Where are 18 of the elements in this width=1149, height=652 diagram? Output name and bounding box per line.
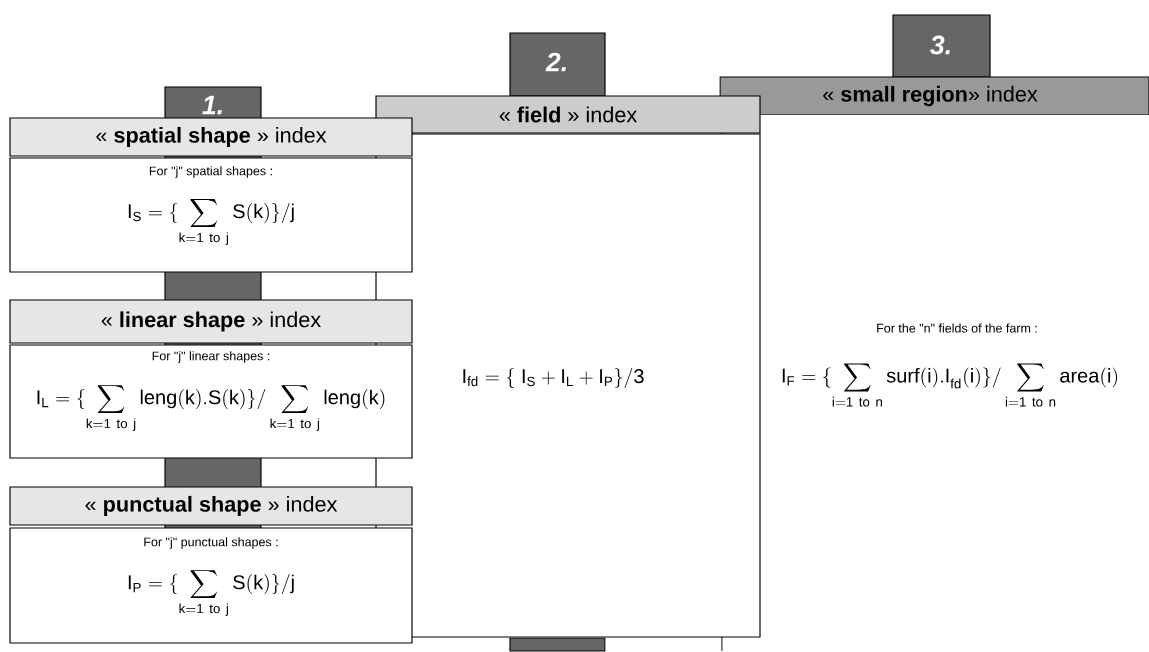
formula: $\mathsf{I}_{\mathsf{F}} = \{ \sum_{\mathsf{i = 1\ to\ n}} \mathsf{surf(i).I}_{\mathsf{fd}}\mathsf{(i)}\} / \sum_{\mathsf{i = 1\ to\ n}} \mathsf{area(i)}$ xyxy=(782,363,1118,407)
header-band: « spatial shape » index xyxy=(9,117,413,157)
formula: $\mathsf{I}_{\mathsf{fd}} = \{ \ \mathsf{I}_{\mathsf{S}} + \mathsf{I}_{\mathsf{L}} + \mathsf{I}_{\mathsf{P}} \} / \mathsf{3}$ xyxy=(463,368,644,388)
caption-text: For "j" spatial shapes : xyxy=(149,166,272,178)
caption-text: For the "n" fields of the farm : xyxy=(877,323,1037,333)
header-band: « field » index xyxy=(375,95,761,134)
step-number: 1. xyxy=(202,95,222,115)
step-number: 3. xyxy=(930,35,950,55)
header-band: « punctual shape » index xyxy=(9,486,413,526)
formula: $\mathsf{I}_{\mathsf{P}} = \{ \sum_{\mathsf{k = 1\ to\ j}} \mathsf{S(k)}\} / \mathsf{j}$ xyxy=(128,570,294,616)
formula: $\mathsf{I}_{\mathsf{L}} = \{ \sum_{\mathsf{k = 1\ to\ j}} \mathsf{leng(k).S(k)}\} / \sum_{\mathsf{k = 1\ to\ j}} \mathsf{leng(k)}$ xyxy=(37,385,385,431)
caption-text: For "j" linear shapes : xyxy=(152,351,270,363)
formula: $\mathsf{I}_{\mathsf{S}} = \{ \sum_{\mathsf{k = 1\ to\ j}} \mathsf{S(k)}\} / \mathsf{j}$ xyxy=(128,199,294,245)
header-band: « linear shape » index xyxy=(9,299,413,344)
caption-text: For "j" punctual shapes : xyxy=(144,537,278,549)
step-number: 2. xyxy=(545,52,566,72)
tab-end xyxy=(509,637,606,652)
header-text: « small region» index xyxy=(823,85,1038,107)
